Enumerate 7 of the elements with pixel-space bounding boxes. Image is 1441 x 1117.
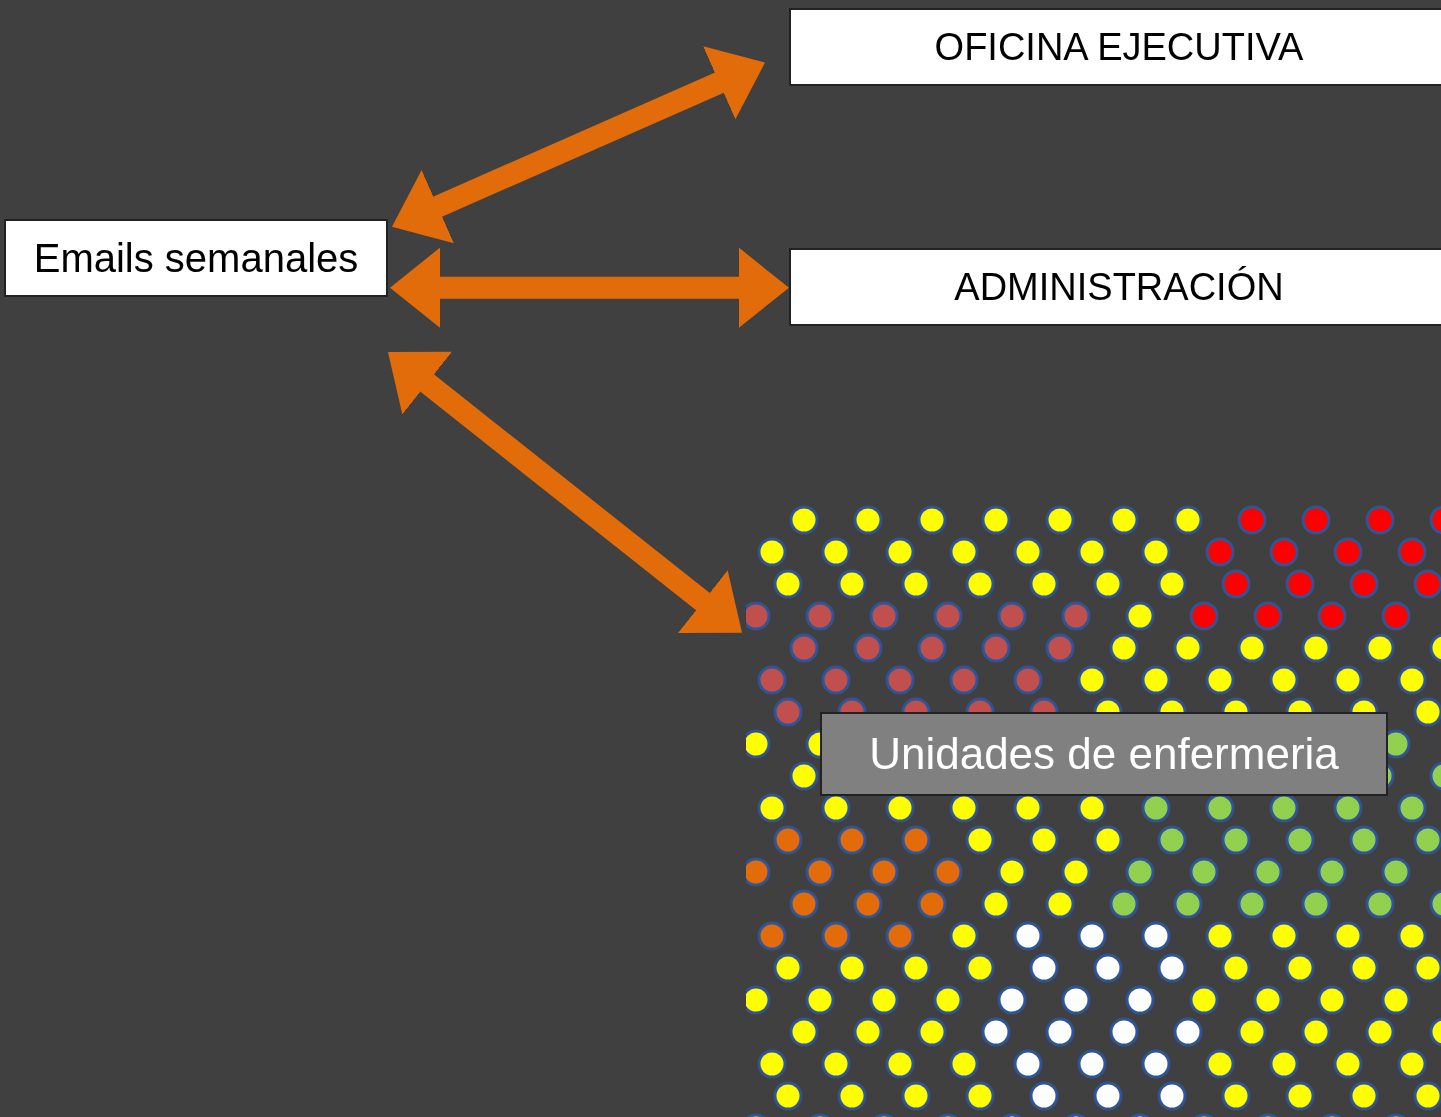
label-box: Unidades de enfermeria xyxy=(820,712,1388,796)
double-arrow xyxy=(390,247,789,328)
double-arrow xyxy=(392,46,765,244)
text-box: Emails semanales xyxy=(4,219,388,297)
process-box: ADMINISTRACIÓN xyxy=(789,248,1441,326)
process-box: OFICINA EJECUTIVA xyxy=(789,8,1441,86)
double-arrow xyxy=(388,351,742,633)
